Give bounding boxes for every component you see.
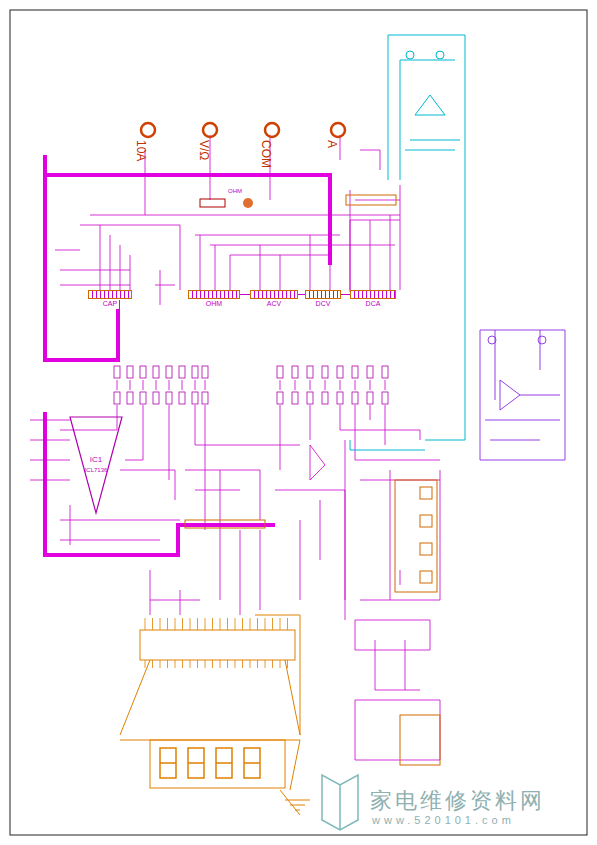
node-label: ICL7136	[83, 466, 110, 475]
opamp-outline	[68, 415, 124, 515]
pin-strip	[250, 290, 298, 299]
switch-contact-block: CAP	[88, 290, 132, 309]
node-label: ACV	[265, 299, 283, 309]
switch-contact-block: OHM	[188, 290, 240, 309]
pin-strip	[305, 290, 341, 299]
node-label: DCA	[364, 299, 383, 309]
terminal-label: A	[326, 140, 338, 148]
pin-strip	[88, 290, 132, 299]
watermark: www.520101.com	[372, 815, 515, 826]
pin-strip	[350, 290, 396, 299]
node-label: CAP	[101, 299, 119, 309]
terminal-label: COM	[260, 140, 272, 168]
switch-contact-block: DCA	[350, 290, 396, 309]
node-label: DCV	[314, 299, 333, 309]
terminal-label: V/Ω	[198, 140, 210, 160]
node-label: IC1	[88, 455, 104, 466]
switch-contact-block: DCV	[305, 290, 341, 309]
part-label: OHM	[228, 188, 242, 194]
node-label: OHM	[204, 299, 224, 309]
bus-wire	[298, 294, 305, 295]
terminal-label: 10A	[135, 140, 147, 161]
bus-wire	[240, 294, 250, 295]
pin-strip	[188, 290, 240, 299]
bus-wire	[341, 294, 350, 295]
watermark: 家电维修资料网	[370, 790, 545, 812]
opamp-triangle: IC1ICL7136	[68, 415, 124, 515]
switch-contact-block: ACV	[250, 290, 298, 309]
